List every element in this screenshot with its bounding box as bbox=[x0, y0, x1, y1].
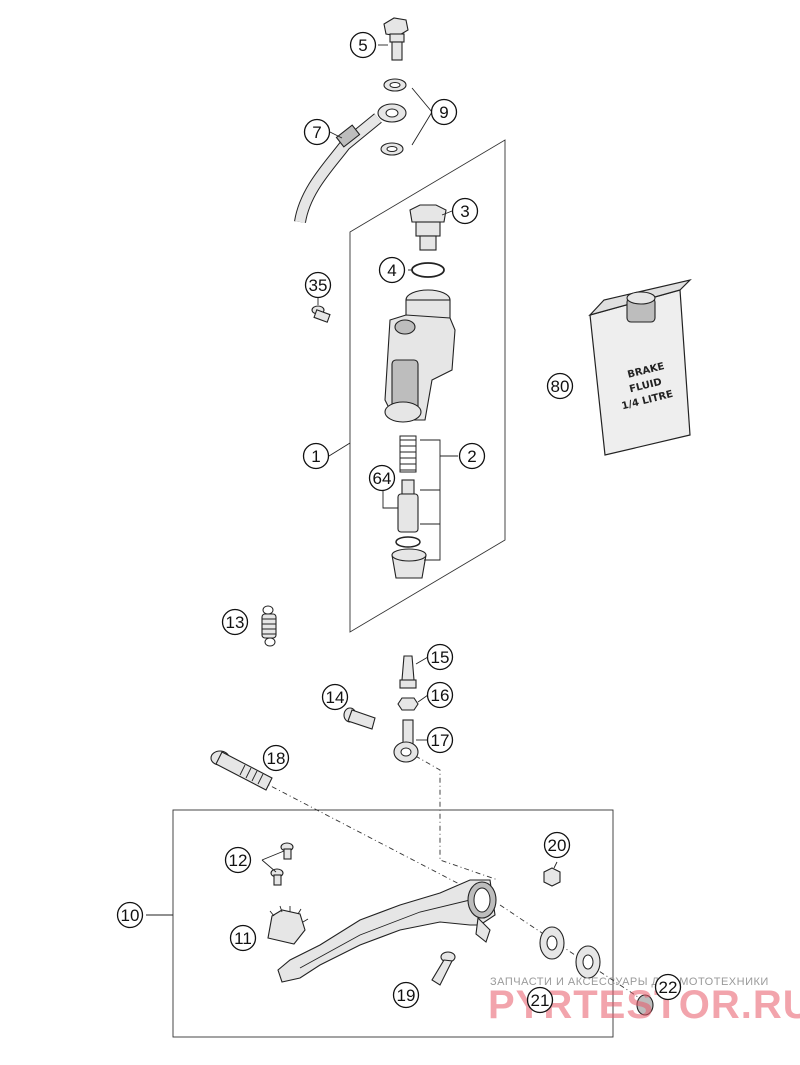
callout-64: 64 bbox=[368, 464, 396, 492]
callout-circle bbox=[349, 31, 377, 59]
callout-circle bbox=[546, 372, 574, 400]
callout-number: 3 bbox=[460, 202, 469, 221]
callout-22: 22 bbox=[654, 973, 682, 1001]
upper-assembly-frame bbox=[349, 139, 506, 633]
reservoir-cap-part bbox=[409, 204, 447, 251]
callout-14: 14 bbox=[321, 683, 349, 711]
pedal-nut-part bbox=[543, 867, 561, 887]
callout-circle bbox=[229, 924, 257, 952]
pedal-tip-part bbox=[267, 905, 309, 945]
callout-circle bbox=[430, 98, 458, 126]
callout-number: 35 bbox=[309, 276, 328, 295]
callout-35: 35 bbox=[304, 271, 332, 299]
callout-21: 21 bbox=[526, 986, 554, 1014]
callout-number: 15 bbox=[431, 648, 450, 667]
o-ring-part bbox=[411, 262, 445, 278]
callout-number: 12 bbox=[229, 851, 248, 870]
callout-number: 20 bbox=[548, 836, 567, 855]
callout-number: 9 bbox=[439, 103, 448, 122]
callout-circle bbox=[116, 901, 144, 929]
callout-circle bbox=[458, 442, 486, 470]
callout-number: 22 bbox=[659, 978, 678, 997]
callout-number: 18 bbox=[267, 749, 286, 768]
callout-circle bbox=[426, 726, 454, 754]
callout-80: 80 bbox=[546, 372, 574, 400]
callout-number: 19 bbox=[397, 986, 416, 1005]
pedal-bolt-part bbox=[431, 951, 456, 986]
callout-18: 18 bbox=[262, 744, 290, 772]
callout-17: 17 bbox=[426, 726, 454, 754]
assembly-lines bbox=[239, 749, 651, 1006]
callout-number: 17 bbox=[431, 731, 450, 750]
brake-fluid-bottle-part: BRAKE FLUID 1/4 LITRE bbox=[588, 278, 692, 456]
banjo-bolt-part bbox=[383, 17, 409, 61]
callout-circle bbox=[321, 683, 349, 711]
callout-4: 4 bbox=[378, 256, 406, 284]
callout-7: 7 bbox=[303, 118, 331, 146]
callout-circle bbox=[654, 973, 682, 1001]
callout-circle bbox=[368, 464, 396, 492]
callout-circle bbox=[426, 681, 454, 709]
pin-bolt-part bbox=[343, 707, 376, 730]
callout-circle bbox=[262, 744, 290, 772]
callout-number: 14 bbox=[326, 688, 345, 707]
return-spring-part bbox=[261, 605, 277, 647]
pedal-screws-part bbox=[270, 842, 294, 886]
callout-15: 15 bbox=[426, 643, 454, 671]
callout-circle bbox=[221, 608, 249, 636]
push-rod-part bbox=[393, 655, 419, 763]
callout-11: 11 bbox=[229, 924, 257, 952]
callout-circle bbox=[526, 986, 554, 1014]
screw-part bbox=[311, 305, 331, 323]
callout-number: 1 bbox=[311, 447, 320, 466]
brake-pedal-part bbox=[277, 879, 497, 983]
callout-number: 21 bbox=[531, 991, 550, 1010]
callout-9: 9 bbox=[430, 98, 458, 126]
leader-lines bbox=[146, 44, 558, 916]
callout-circle bbox=[451, 197, 479, 225]
callout-number: 64 bbox=[373, 469, 392, 488]
lower-assembly-frame bbox=[172, 809, 614, 1038]
callout-number: 4 bbox=[387, 261, 396, 280]
callout-circle bbox=[392, 981, 420, 1009]
washer-part bbox=[380, 78, 407, 156]
callout-10: 10 bbox=[116, 901, 144, 929]
piston-kit-part bbox=[391, 435, 427, 579]
callout-circle bbox=[543, 831, 571, 859]
callout-1: 1 bbox=[302, 442, 330, 470]
callout-circle bbox=[302, 442, 330, 470]
master-cylinder-part bbox=[384, 289, 456, 423]
brake-hose-part bbox=[294, 103, 407, 224]
callout-number: 11 bbox=[234, 929, 252, 948]
callout-circle bbox=[224, 846, 252, 874]
callout-circle bbox=[303, 118, 331, 146]
callout-5: 5 bbox=[349, 31, 377, 59]
callout-circle bbox=[378, 256, 406, 284]
callout-circle bbox=[304, 271, 332, 299]
end-cap-part bbox=[636, 994, 654, 1016]
callout-19: 19 bbox=[392, 981, 420, 1009]
callout-number: 80 bbox=[551, 377, 570, 396]
callout-number: 2 bbox=[467, 447, 476, 466]
callout-number: 7 bbox=[312, 123, 321, 142]
callout-12: 12 bbox=[224, 846, 252, 874]
callout-number: 16 bbox=[431, 686, 450, 705]
callout-number: 10 bbox=[121, 906, 140, 925]
callout-circle bbox=[426, 643, 454, 671]
bearing-part bbox=[539, 926, 601, 979]
watermark-tagline: ЗАПЧАСТИ И АКСЕССУАРЫ ДЛЯ МОТОТЕХНИКИ bbox=[490, 976, 769, 988]
callout-16: 16 bbox=[426, 681, 454, 709]
callout-20: 20 bbox=[543, 831, 571, 859]
callout-number: 13 bbox=[226, 613, 245, 632]
long-bolt-part bbox=[210, 750, 273, 791]
callout-number: 5 bbox=[358, 36, 367, 55]
callout-3: 3 bbox=[451, 197, 479, 225]
callout-13: 13 bbox=[221, 608, 249, 636]
callout-2: 2 bbox=[458, 442, 486, 470]
